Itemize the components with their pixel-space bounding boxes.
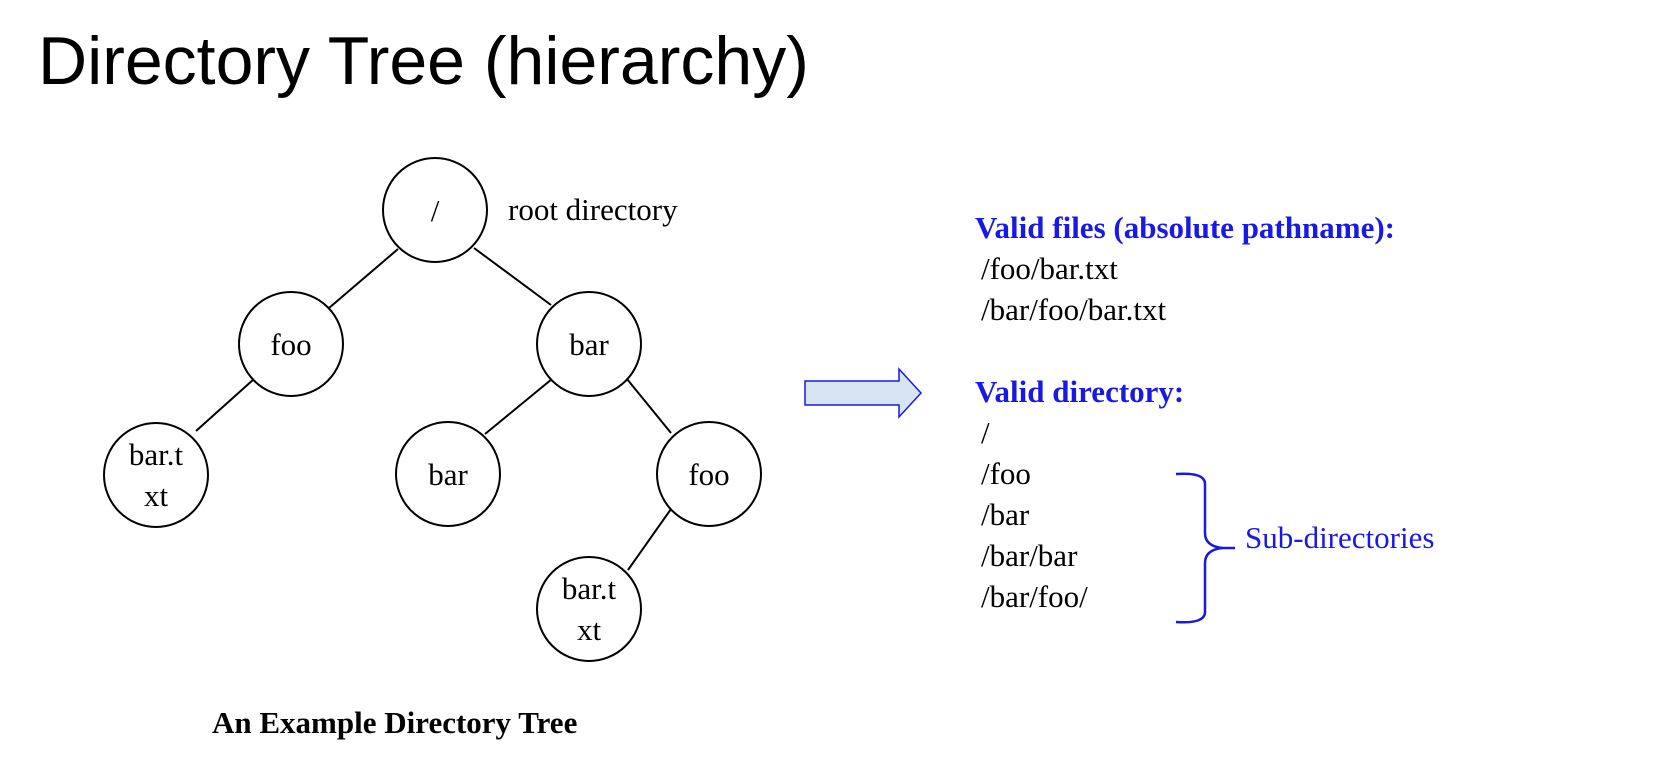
tree-node-bar-foo-bartxt: bar.t xt — [536, 556, 642, 662]
edge-foo-bartxt — [195, 378, 255, 432]
edge-bar-barfoo — [626, 378, 672, 434]
node-label: foo — [688, 457, 729, 492]
directory-path: / — [981, 415, 990, 450]
tree-caption: An Example Directory Tree — [212, 705, 578, 740]
tree-node-foo: foo — [238, 291, 344, 397]
valid-directory-heading: Valid directory: — [975, 374, 1185, 409]
node-label: / — [431, 193, 440, 228]
edge-bar-barbar — [484, 378, 553, 435]
root-directory-label: root directory — [508, 192, 678, 227]
edge-barfoo-bartxt — [627, 508, 672, 571]
tree-node-bar-foo: foo — [656, 421, 762, 527]
spacer — [975, 330, 1395, 371]
block-arrow-icon — [804, 367, 923, 419]
file-path: /foo/bar.txt — [981, 251, 1118, 286]
directory-path: /foo — [981, 456, 1031, 491]
slide-title: Directory Tree (hierarchy) — [38, 23, 809, 99]
node-label-line1: bar.t — [562, 571, 617, 606]
directory-path: /bar — [981, 497, 1030, 532]
tree-node-bar-bar: bar — [395, 421, 501, 527]
edge-root-bar — [473, 247, 552, 306]
directory-path: /bar/foo/ — [981, 579, 1088, 614]
node-label: bar — [569, 327, 609, 362]
directory-path: /bar/bar — [981, 538, 1078, 573]
node-label-line2: xt — [144, 478, 169, 513]
node-label-line2: xt — [577, 612, 602, 647]
tree-node-foo-bartxt: bar.t xt — [103, 422, 209, 528]
edge-root-foo — [328, 248, 399, 309]
valid-files-heading: Valid files (absolute pathname): — [975, 210, 1395, 245]
paths-panel: Valid files (absolute pathname): /foo/ba… — [975, 207, 1395, 617]
tree-node-root: / — [382, 157, 488, 263]
sub-directories-label: Sub-directories — [1245, 520, 1435, 555]
node-label-line1: bar.t — [129, 437, 184, 472]
tree-node-bar: bar — [536, 291, 642, 397]
node-label: bar — [428, 457, 468, 492]
file-path: /bar/foo/bar.txt — [981, 292, 1167, 327]
node-label: foo — [270, 327, 311, 362]
